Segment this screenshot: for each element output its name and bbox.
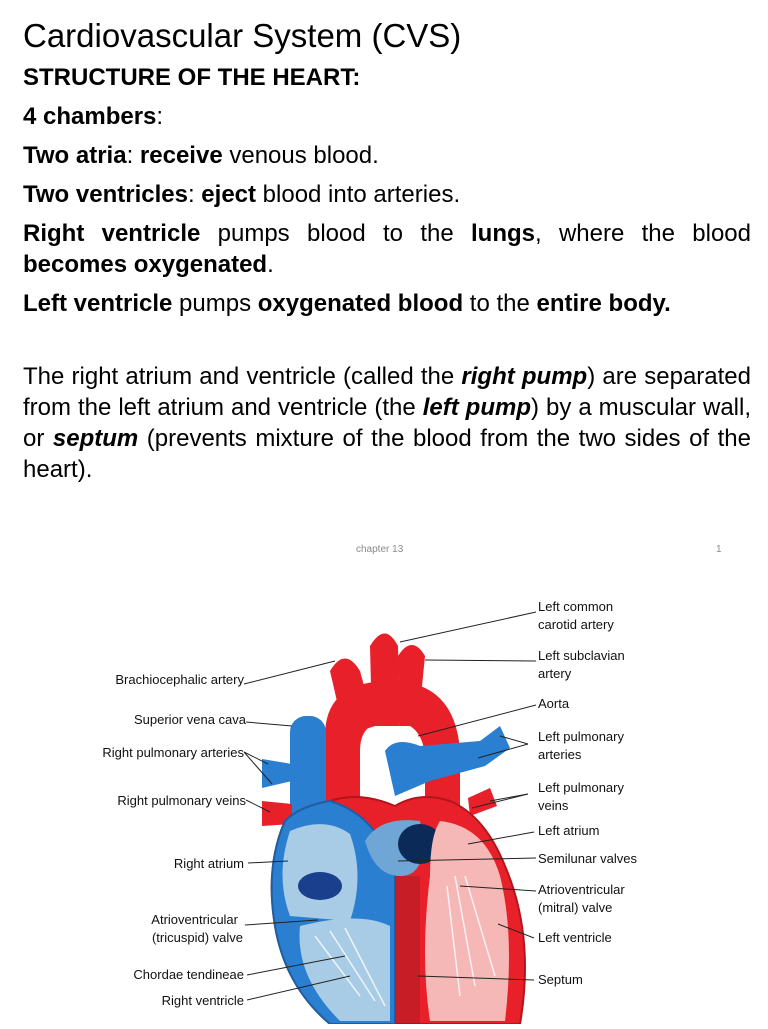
septum-paragraph: The right atrium and ventricle (called t… <box>23 363 752 483</box>
label-left-atrium: Left atrium <box>538 823 599 838</box>
atria-line: Two atria: receive venous blood. <box>23 142 379 169</box>
label-left-pulmonary-arteries-1: Left pulmonary <box>538 729 624 744</box>
label-right-atrium: Right atrium <box>174 856 244 871</box>
label-septum: Septum <box>538 972 583 987</box>
label-av-mitral-1: Atrioventricular <box>538 882 625 897</box>
leader-lines <box>243 611 537 1001</box>
label-left-pulmonary-veins-1: Left pulmonary <box>538 780 624 795</box>
label-left-common-carotid-1: Left common <box>538 599 613 614</box>
label-semilunar-valves: Semilunar valves <box>538 851 637 866</box>
left-pulmonary-vein-shape <box>468 788 497 816</box>
septum-shape <box>395 876 420 1024</box>
label-chordae-tendineae: Chordae tendineae <box>133 967 244 982</box>
label-av-mitral-2: (mitral) valve <box>538 900 612 915</box>
label-left-common-carotid-2: carotid artery <box>538 617 614 632</box>
vena-cava-and-pulmonary <box>262 716 510 891</box>
label-left-subclavian-2: artery <box>538 666 572 681</box>
slide-footer: chapter 13 1 <box>0 544 768 558</box>
heart-illustration: Brachiocephalic artery Superior vena cav… <box>102 599 637 1025</box>
right-ventricle-line: Right ventricle pumps blood to the lungs… <box>23 220 752 278</box>
label-right-ventricle: Right ventricle <box>162 993 244 1008</box>
footer-chapter: chapter 13 <box>356 544 404 555</box>
slide-text: Cardiovascular System (CVS) STRUCTURE OF… <box>23 14 751 485</box>
pulmonary-trunk-shape <box>385 726 510 796</box>
slide-title: Cardiovascular System (CVS) <box>23 17 462 54</box>
label-av-tricuspid-1: Atrioventricular <box>151 912 238 927</box>
chordae-lines <box>314 875 496 1007</box>
right-ventricle-chamber <box>299 918 390 1021</box>
label-left-ventricle: Left ventricle <box>538 930 612 945</box>
heart-diagram: Brachiocephalic artery Superior vena cav… <box>0 576 768 1025</box>
right-pulmonary-vein-shape <box>262 801 292 826</box>
left-ventricle-chamber <box>425 821 509 1021</box>
label-superior-vena-cava: Superior vena cava <box>134 712 247 727</box>
label-aorta: Aorta <box>538 696 570 711</box>
chambers-line: 4 chambers: <box>23 103 164 130</box>
label-left-pulmonary-arteries-2: arteries <box>538 747 582 762</box>
vena-cava-opening <box>298 872 342 900</box>
label-right-pulmonary-arteries: Right pulmonary arteries <box>102 745 244 760</box>
label-left-subclavian-1: Left subclavian <box>538 648 625 663</box>
structure-heading: STRUCTURE OF THE HEART: <box>23 64 361 91</box>
left-ventricle-line: Left ventricle pumps oxygenated blood to… <box>23 290 671 317</box>
label-left-pulmonary-veins-2: veins <box>538 798 569 813</box>
label-right-pulmonary-veins: Right pulmonary veins <box>117 793 246 808</box>
label-brachiocephalic: Brachiocephalic artery <box>115 672 244 687</box>
footer-page-number: 1 <box>716 544 722 555</box>
label-av-tricuspid-2: (tricuspid) valve <box>152 930 243 945</box>
ventricles-line: Two ventricles: eject blood into arterie… <box>23 181 461 208</box>
